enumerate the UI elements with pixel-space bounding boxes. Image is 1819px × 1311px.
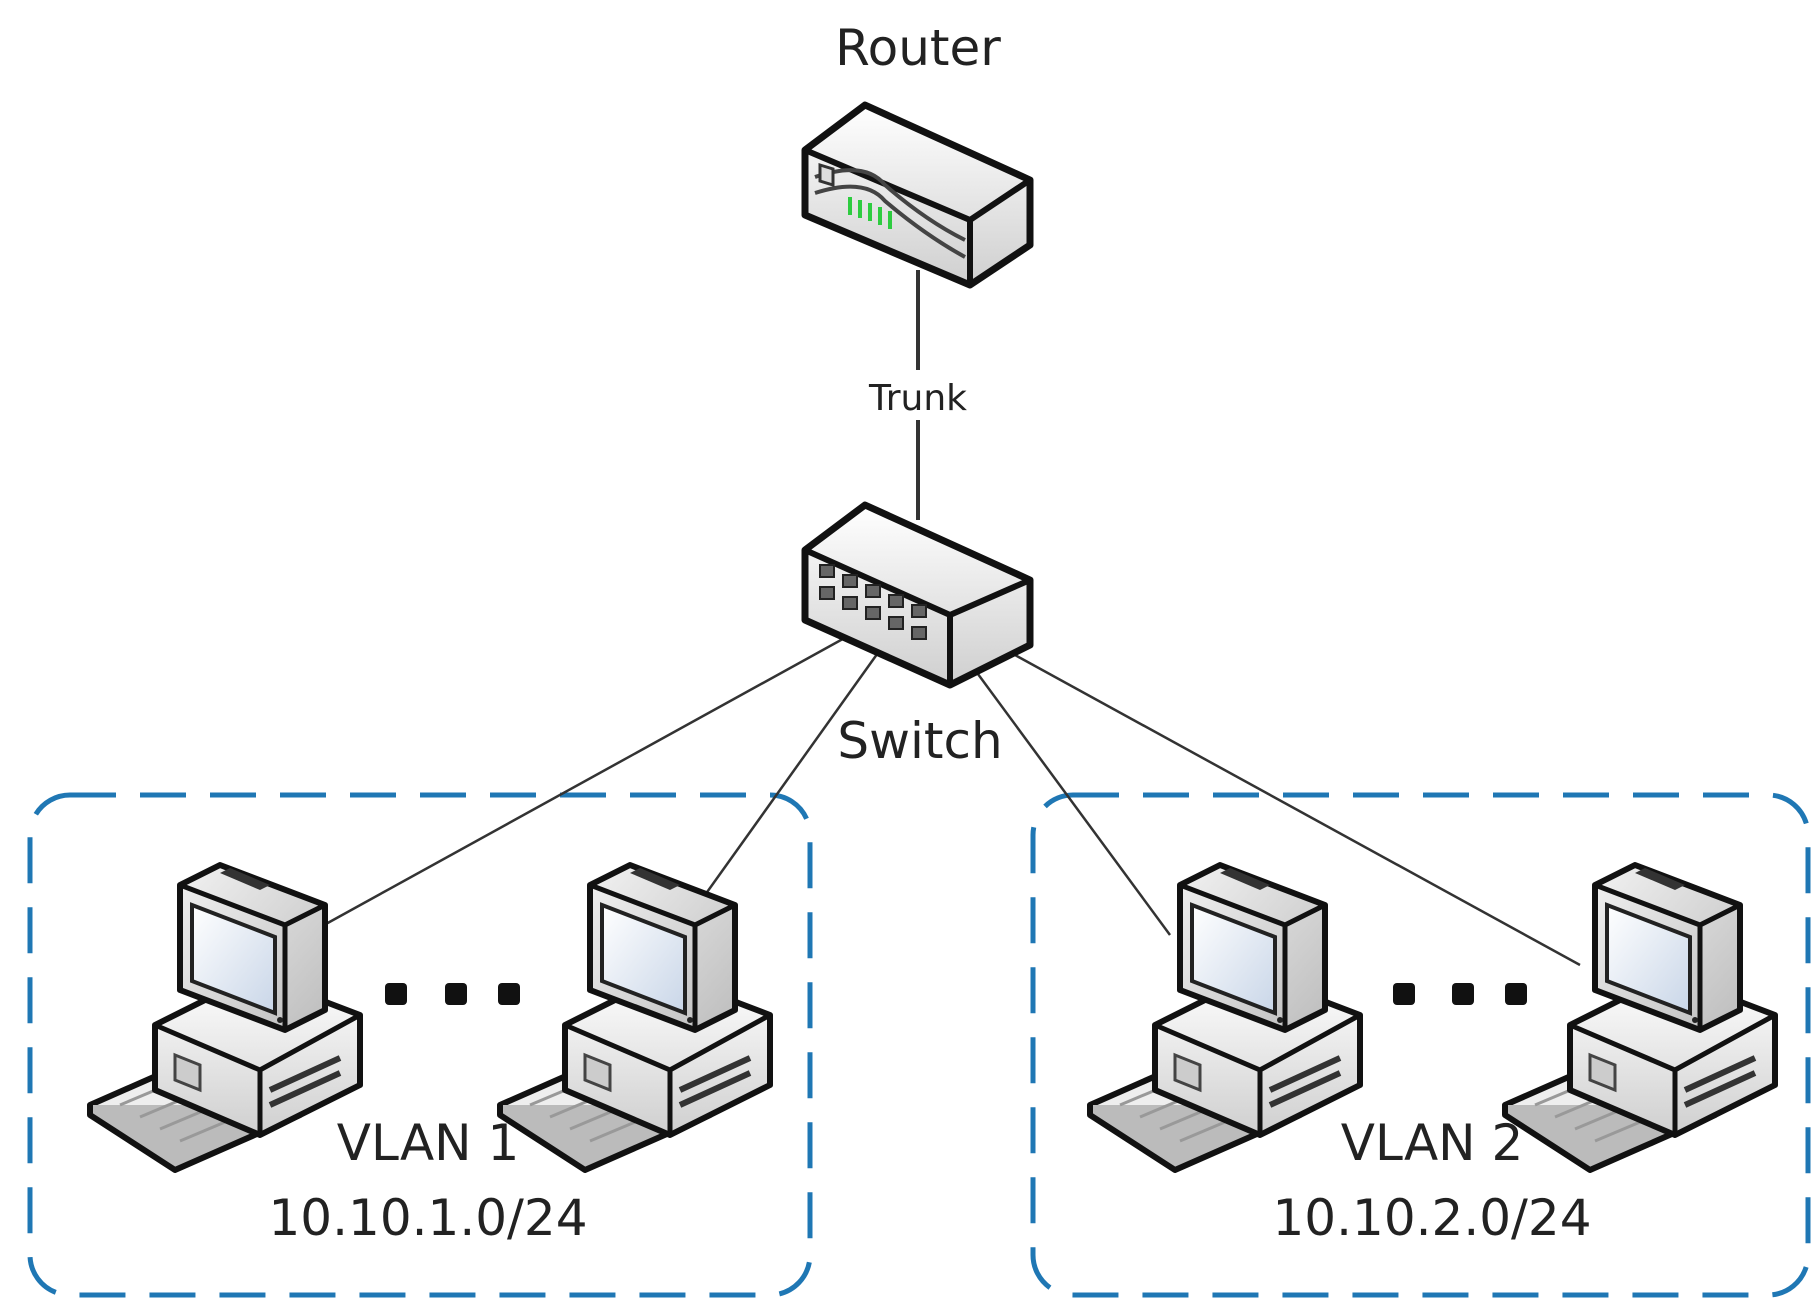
trunk-label: Trunk (868, 378, 967, 419)
ellipsis-icon (385, 983, 520, 1005)
switch-icon (801, 501, 1034, 689)
computer-icon (90, 865, 360, 1170)
link-switch-pc3 (973, 669, 1172, 936)
computer-icon (500, 865, 770, 1170)
vlan-1-name: VLAN 1 (337, 1114, 520, 1172)
ellipsis-icon (1393, 983, 1527, 1005)
vlan-1-box (27, 792, 813, 1298)
link-switch-pc1 (314, 633, 851, 932)
computer-icon (1090, 865, 1360, 1170)
vlan-2-name: VLAN 2 (1341, 1114, 1524, 1172)
vlan-1-subnet: 10.10.1.0/24 (268, 1189, 587, 1247)
router-icon (801, 101, 1034, 289)
switch-label: Switch (837, 712, 1002, 770)
vlan-2-subnet: 10.10.2.0/24 (1272, 1189, 1591, 1247)
router-label: Router (835, 19, 1001, 77)
link-switch-pc4 (1014, 653, 1581, 967)
link-switch-pc2 (703, 649, 882, 896)
computer-icon (1505, 865, 1775, 1170)
vlan-2-box (1030, 792, 1811, 1298)
